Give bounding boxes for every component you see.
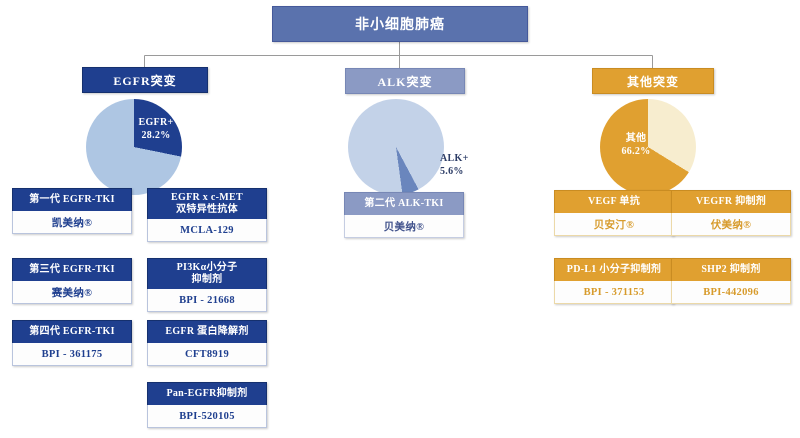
drug-card-name: CFT8919 [147,343,267,366]
drug-card[interactable]: VEGF 单抗 贝安汀® [554,190,674,236]
drug-card-name: 贝安汀® [554,213,674,236]
drug-card-name: 凯美纳® [12,211,132,234]
drug-card[interactable]: 第三代 EGFR-TKI 赛美纳® [12,258,132,304]
category-header-egfr[interactable]: EGFR突变 [82,67,208,93]
drug-card-title: EGFR 蛋白降解剂 [147,320,267,343]
drug-card-title: EGFR x c-MET 双特异性抗体 [147,188,267,219]
category-label-other: 其他突变 [626,74,679,89]
drug-card-title-line1: PI3Kα小分子 [176,262,238,273]
category-label-alk: ALK突变 [377,74,433,89]
drug-card-name: 伏美纳® [671,213,791,236]
drug-card-title-line2: 抑制剂 [191,274,223,285]
pie-label-other-value: 66.2% [621,146,651,157]
pie-label-other: 其他 66.2% [608,132,664,158]
drug-card-name: MCLA-129 [147,219,267,242]
drug-card-name: 贝美纳® [344,215,464,238]
drug-card[interactable]: EGFR x c-MET 双特异性抗体 MCLA-129 [147,188,267,242]
category-label-egfr: EGFR突变 [113,73,177,88]
drug-card[interactable]: EGFR 蛋白降解剂 CFT8919 [147,320,267,366]
drug-card[interactable]: SHP2 抑制剂 BPI-442096 [671,258,791,304]
pie-label-alk: ALK+ 5.6% [440,152,496,178]
drug-card-name: BPI - 371153 [554,281,674,304]
pie-label-egfr: EGFR+ 28.2% [128,116,184,142]
drug-card-title: SHP2 抑制剂 [671,258,791,281]
drug-card-title: PD-L1 小分子抑制剂 [554,258,674,281]
drug-card[interactable]: Pan-EGFR抑制剂 BPI-520105 [147,382,267,428]
root-node-label: 非小细胞肺癌 [355,18,445,33]
drug-card-title: Pan-EGFR抑制剂 [147,382,267,405]
drug-card-title-line1: EGFR x c-MET [171,192,243,203]
category-header-alk[interactable]: ALK突变 [345,68,465,94]
pie-label-egfr-value: 28.2% [141,130,171,141]
drug-card-name: BPI-442096 [671,281,791,304]
drug-card-name: 赛美纳® [12,281,132,304]
pie-chart-other [600,99,696,195]
pie-label-egfr-name: EGFR+ [138,117,174,128]
drug-card-title: PI3Kα小分子 抑制剂 [147,258,267,289]
category-header-other[interactable]: 其他突变 [592,68,714,94]
drug-card[interactable]: 第二代 ALK-TKI 贝美纳® [344,192,464,238]
root-node: 非小细胞肺癌 [272,6,528,42]
drug-card-title: 第二代 ALK-TKI [344,192,464,215]
drug-card[interactable]: PI3Kα小分子 抑制剂 BPI - 21668 [147,258,267,312]
drug-card-title: VEGFR 抑制剂 [671,190,791,213]
pie-chart-egfr [86,99,182,195]
drug-card[interactable]: 第一代 EGFR-TKI 凯美纳® [12,188,132,234]
drug-card-title: 第四代 EGFR-TKI [12,320,132,343]
drug-card-title-line2: 双特异性抗体 [176,204,238,215]
pie-label-alk-value: 5.6% [440,166,464,177]
pie-label-other-name: 其他 [625,133,647,144]
pie-chart-alk [348,99,444,195]
drug-card-name: BPI-520105 [147,405,267,428]
drug-card-title: VEGF 单抗 [554,190,674,213]
pie-label-alk-name: ALK+ [440,153,469,164]
drug-card-title: 第三代 EGFR-TKI [12,258,132,281]
drug-card-name: BPI - 21668 [147,289,267,312]
drug-card[interactable]: VEGFR 抑制剂 伏美纳® [671,190,791,236]
drug-card-title: 第一代 EGFR-TKI [12,188,132,211]
drug-card[interactable]: 第四代 EGFR-TKI BPI - 361175 [12,320,132,366]
drug-card[interactable]: PD-L1 小分子抑制剂 BPI - 371153 [554,258,674,304]
drug-card-name: BPI - 361175 [12,343,132,366]
